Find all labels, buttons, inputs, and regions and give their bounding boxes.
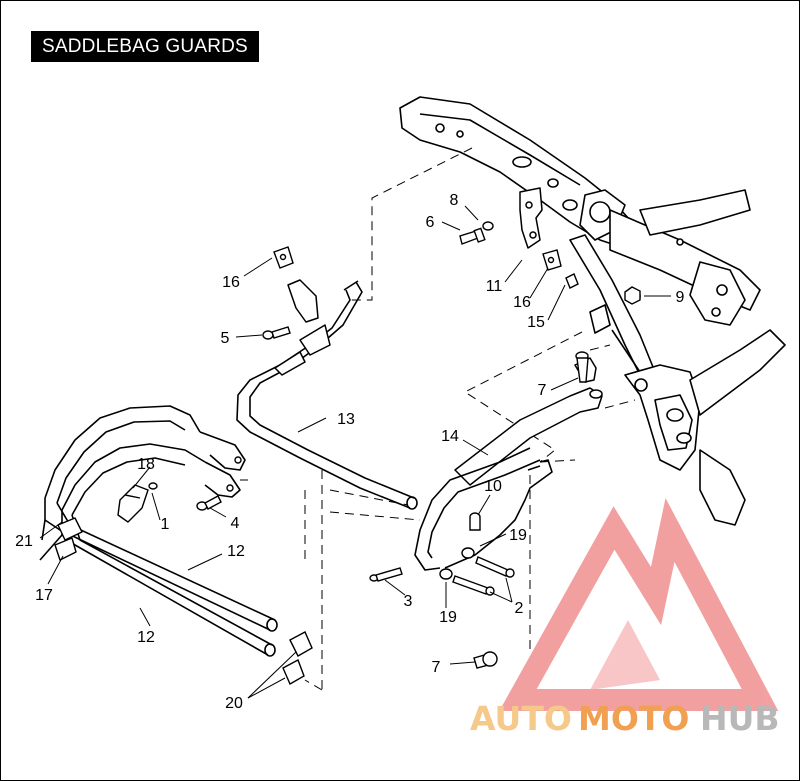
callout-4: 4 bbox=[231, 515, 240, 532]
saddlebag-guard-rail bbox=[236, 280, 553, 571]
screw-5 bbox=[262, 326, 291, 340]
guard-ends bbox=[226, 456, 242, 492]
clamp-17 bbox=[54, 517, 83, 561]
callout-labels: 16 8 6 11 16 15 9 5 13 7 14 18 1 4 10 19… bbox=[15, 192, 684, 712]
callout-2: 2 bbox=[515, 600, 524, 617]
diagram-title: SADDLEBAG GUARDS bbox=[31, 31, 259, 62]
callout-5: 5 bbox=[221, 330, 230, 347]
bolt-7-lower bbox=[473, 651, 498, 669]
callout-14: 14 bbox=[441, 428, 459, 445]
clip-nut-16-left bbox=[273, 246, 294, 269]
callout-13: 13 bbox=[337, 411, 355, 428]
callout-20: 20 bbox=[225, 695, 243, 712]
watermark-text-auto: AUTO bbox=[470, 699, 572, 738]
callout-11: 11 bbox=[486, 278, 503, 295]
watermark-wordmark: AUTO MOTO HUB bbox=[470, 699, 780, 738]
callout-8: 8 bbox=[450, 192, 459, 209]
spacer-15 bbox=[565, 273, 579, 289]
bolt-3 bbox=[369, 567, 403, 582]
callout-12-upper: 12 bbox=[227, 543, 245, 560]
callout-12-lower: 12 bbox=[137, 629, 155, 646]
mounting-bracket bbox=[519, 187, 543, 249]
callout-leaders bbox=[39, 205, 671, 699]
callout-16-left: 16 bbox=[222, 274, 240, 291]
callout-21: 21 bbox=[15, 533, 33, 550]
watermark-logo-mark bbox=[499, 498, 779, 711]
callout-19-upper: 19 bbox=[509, 527, 527, 544]
nut-9 bbox=[624, 286, 641, 305]
callout-16-right: 16 bbox=[513, 294, 531, 311]
bushings-19 bbox=[439, 547, 475, 580]
clamp-18 bbox=[117, 484, 149, 523]
screw-4 bbox=[196, 495, 222, 511]
motorcycle-frame bbox=[399, 96, 786, 526]
callout-10: 10 bbox=[484, 478, 502, 495]
screw-1 bbox=[148, 482, 158, 490]
callout-1: 1 bbox=[161, 516, 170, 533]
callout-19-lower: 19 bbox=[439, 609, 457, 626]
callout-7-upper: 7 bbox=[538, 382, 547, 399]
callout-9: 9 bbox=[676, 289, 685, 306]
callout-17: 17 bbox=[35, 587, 53, 604]
watermark-text-moto: MOTO bbox=[578, 699, 689, 738]
end-caps-20 bbox=[282, 631, 313, 685]
bolt-6 bbox=[459, 221, 494, 245]
guard-upper-bracket bbox=[274, 279, 331, 376]
callout-7-lower: 7 bbox=[432, 659, 441, 676]
watermark-text-hub: HUB bbox=[700, 699, 780, 738]
callout-18: 18 bbox=[137, 456, 155, 473]
spacer-10 bbox=[469, 512, 481, 531]
callout-6: 6 bbox=[426, 214, 435, 231]
callout-15: 15 bbox=[527, 314, 545, 331]
bolts-2 bbox=[452, 556, 515, 596]
clip-nut-16-right bbox=[542, 249, 562, 271]
callout-3: 3 bbox=[404, 593, 413, 610]
bolt-7-upper bbox=[575, 351, 589, 383]
